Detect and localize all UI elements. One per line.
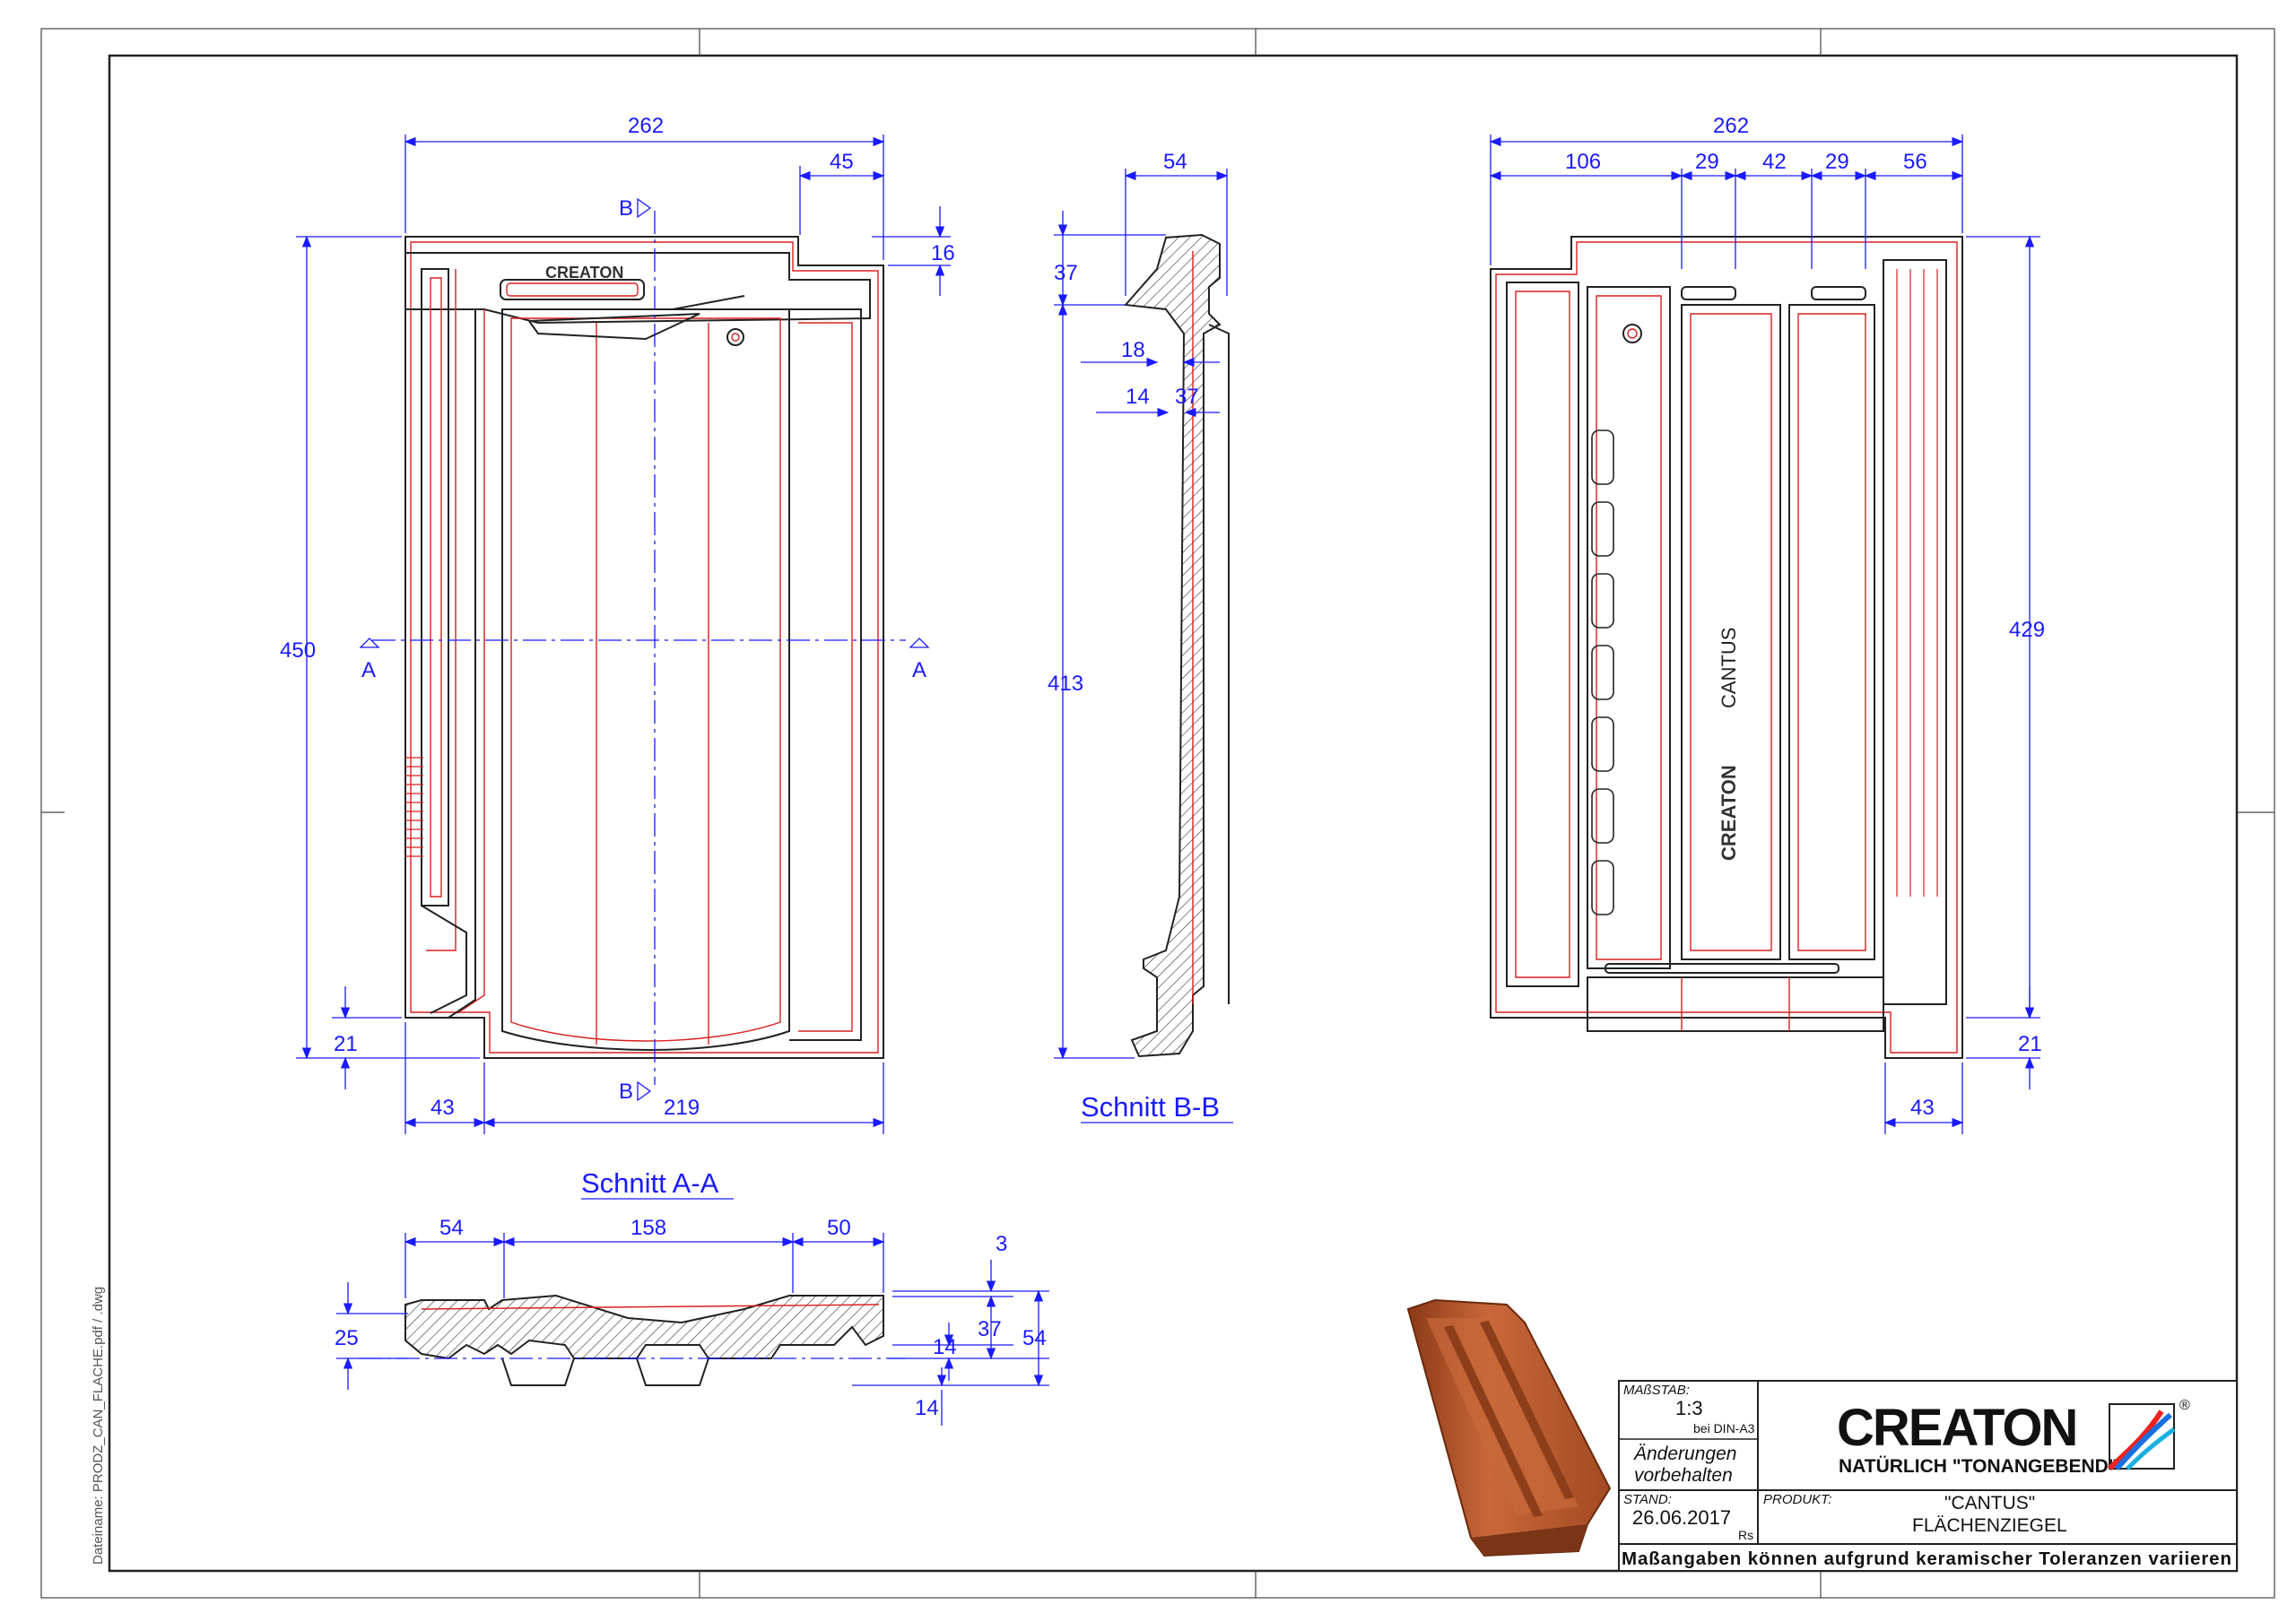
- front-head-dim: 45: [830, 150, 854, 174]
- aa-right-dim: 50: [827, 1216, 851, 1240]
- front-cover-width-dim: 219: [664, 1096, 700, 1120]
- brand-slogan: NATÜRLICH "TONANGEBEND": [1839, 1456, 2118, 1477]
- bb-length-dim: 413: [1048, 672, 1083, 696]
- section-aa-dimensions: Schnitt A-A 54 158 50 25 3 37 54 14 14: [335, 1167, 1049, 1426]
- back-seg-1: 106: [1565, 150, 1601, 174]
- author-initials: Rs: [1738, 1528, 1753, 1542]
- aa-dim-37: 37: [978, 1317, 1002, 1341]
- front-left-cutout-dim: 43: [430, 1096, 455, 1120]
- title-block: MAßSTAB: 1:3 bei DIN-A3 Änderungen vorbe…: [1618, 1380, 2238, 1572]
- front-nose-dim: 21: [334, 1032, 358, 1056]
- aa-mid-dim: 158: [631, 1216, 666, 1240]
- sheet-inner-border: [108, 54, 2239, 1573]
- back-height-dim: 429: [2009, 618, 2045, 642]
- bb-lug-dim: 37: [1054, 261, 1078, 285]
- bb-rib-dim: 37: [1175, 385, 1199, 409]
- section-aa-title: Schnitt A-A: [581, 1167, 719, 1199]
- back-view: CREATON CANTUS: [1490, 236, 1963, 1059]
- back-seg-5: 56: [1903, 150, 1927, 174]
- back-model-vertical: CANTUS: [1718, 628, 1740, 708]
- aa-dim-14-lower: 14: [915, 1396, 939, 1420]
- front-view-dimensions: 262 45 16 450 21 43 219 B B A A: [280, 114, 955, 1134]
- bb-lug-width-dim: 18: [1121, 338, 1145, 362]
- brand-logo-text: CREATON: [1837, 1399, 2076, 1457]
- scale-value: 1:3: [1675, 1397, 1703, 1419]
- bb-depth-dim: 54: [1163, 150, 1187, 174]
- front-height-dim: 450: [280, 638, 316, 663]
- product-label: PRODUKT:: [1763, 1492, 1831, 1507]
- bb-thickness-dim: 14: [1126, 385, 1150, 409]
- back-cutout-dim: 43: [1910, 1096, 1935, 1120]
- back-view-dimensions: 262 106 29 42 29 56 429 21 43: [1489, 114, 2045, 1134]
- section-mark-a-right: A: [912, 658, 926, 682]
- back-width-dim: 262: [1713, 114, 1749, 138]
- tile-photo: [1406, 1298, 1612, 1557]
- aa-height-dim: 25: [335, 1326, 359, 1350]
- section-bb-dimensions: 54 37 18 14 37 413 Schnitt B-B: [1048, 150, 1233, 1123]
- front-logo: CREATON: [545, 264, 623, 282]
- aa-dim-14-upper: 14: [933, 1335, 957, 1359]
- back-seg-3: 42: [1762, 150, 1787, 174]
- date-label: STAND:: [1623, 1492, 1672, 1507]
- product-line-2: FLÄCHENZIEGEL: [1912, 1515, 2067, 1536]
- section-aa-view: [359, 1294, 906, 1386]
- changes-note-2: vorbehalten: [1634, 1465, 1733, 1486]
- back-seg-2: 29: [1695, 150, 1719, 174]
- back-nose-dim: 21: [2018, 1032, 2042, 1056]
- front-width-dim: 262: [628, 114, 664, 138]
- back-seg-4: 29: [1825, 150, 1849, 174]
- section-mark-b-top: B: [619, 196, 633, 221]
- front-step-dim: 16: [931, 241, 955, 265]
- file-name-label: Dateiname: PRODZ_CAN_FLACHE.pdf / .dwg: [91, 1287, 106, 1565]
- sheet-outer-border: [40, 28, 2275, 1599]
- scale-note: bei DIN-A3: [1693, 1421, 1755, 1436]
- section-mark-b-bottom: B: [619, 1080, 633, 1104]
- section-bb-view: [1123, 233, 1230, 1058]
- aa-dim-54: 54: [1022, 1326, 1047, 1350]
- scale-label: MAßSTAB:: [1623, 1383, 1690, 1398]
- section-mark-a-left: A: [361, 658, 376, 682]
- aa-left-dim: 54: [439, 1216, 464, 1240]
- changes-note-1: Änderungen: [1633, 1444, 1736, 1464]
- brand-logo-mark: [2107, 1403, 2176, 1471]
- product-line-1: "CANTUS": [1944, 1493, 2035, 1514]
- front-view: CREATON: [372, 211, 906, 1085]
- date-value: 26.06.2017: [1632, 1506, 1731, 1529]
- back-brand-vertical: CREATON: [1718, 765, 1740, 861]
- registered-mark: ®: [2179, 1398, 2190, 1413]
- section-bb-title: Schnitt B-B: [1081, 1091, 1220, 1123]
- aa-dim-3: 3: [996, 1232, 1007, 1256]
- tolerance-footer: Maßangaben können aufgrund keramischer T…: [1622, 1548, 2231, 1569]
